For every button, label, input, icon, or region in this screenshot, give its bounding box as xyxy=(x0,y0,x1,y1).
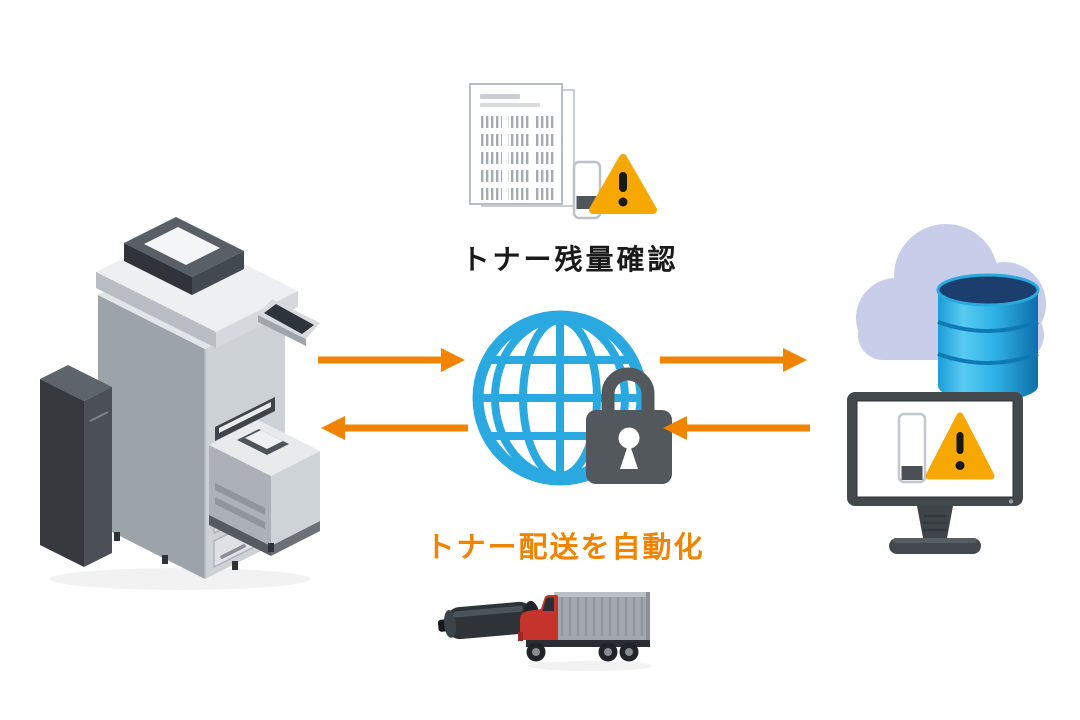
delivery-truck-icon xyxy=(518,592,652,671)
padlock-icon xyxy=(586,367,672,484)
delivery-truck-node xyxy=(510,586,665,674)
toner-report-node xyxy=(466,82,666,227)
cloud-icon xyxy=(856,224,1046,401)
arrow-left-icon xyxy=(663,416,810,440)
cloud-database-node xyxy=(838,200,1068,420)
truck-chassis xyxy=(526,640,650,647)
monitor-alert-node xyxy=(845,390,1035,575)
printer-finisher-column xyxy=(40,365,112,567)
printer-output-slot xyxy=(215,397,275,441)
monitor-power-led xyxy=(1008,499,1014,504)
multifunction-printer-node xyxy=(28,215,328,595)
toner-cartridge-icon xyxy=(897,412,927,484)
arrow-mfp-to-internet xyxy=(316,346,466,374)
arrow-right-icon xyxy=(318,348,465,372)
secure-internet-node xyxy=(468,306,680,498)
report-document-icon xyxy=(469,83,657,220)
arrow-internet-to-cloud xyxy=(658,346,808,374)
report-pages xyxy=(469,83,575,207)
toner-delivery-label: トナー配送を自動化 xyxy=(425,530,705,564)
monitor-stand xyxy=(889,506,981,554)
arrow-left-icon xyxy=(321,416,468,440)
printer-control-panel xyxy=(258,299,320,346)
monitor-screen xyxy=(856,400,1014,498)
desktop-printer-icon xyxy=(209,420,320,556)
printer-document-feeder xyxy=(124,217,244,295)
toner-cartridge-photo-icon xyxy=(437,600,540,640)
printer-casters xyxy=(114,532,274,570)
arrow-right-icon xyxy=(660,348,807,372)
arrow-internet-to-mfp xyxy=(320,414,470,442)
truck-wheels xyxy=(526,642,639,662)
arrow-cloud-to-internet xyxy=(662,414,812,442)
database-icon xyxy=(936,273,1040,401)
multifunction-printer-icon xyxy=(40,217,320,590)
printer-shadow xyxy=(50,568,310,590)
warning-triangle-icon xyxy=(589,154,657,214)
monitor-icon xyxy=(847,392,1023,554)
warning-triangle-icon xyxy=(925,412,995,480)
truck-shadow xyxy=(528,661,652,671)
truck-cab xyxy=(518,595,558,641)
truck-trailer xyxy=(554,592,650,640)
toner-cartridge-photo-node xyxy=(436,589,555,654)
toner-check-label: トナー残量確認 xyxy=(461,243,679,276)
globe-icon xyxy=(472,310,672,486)
